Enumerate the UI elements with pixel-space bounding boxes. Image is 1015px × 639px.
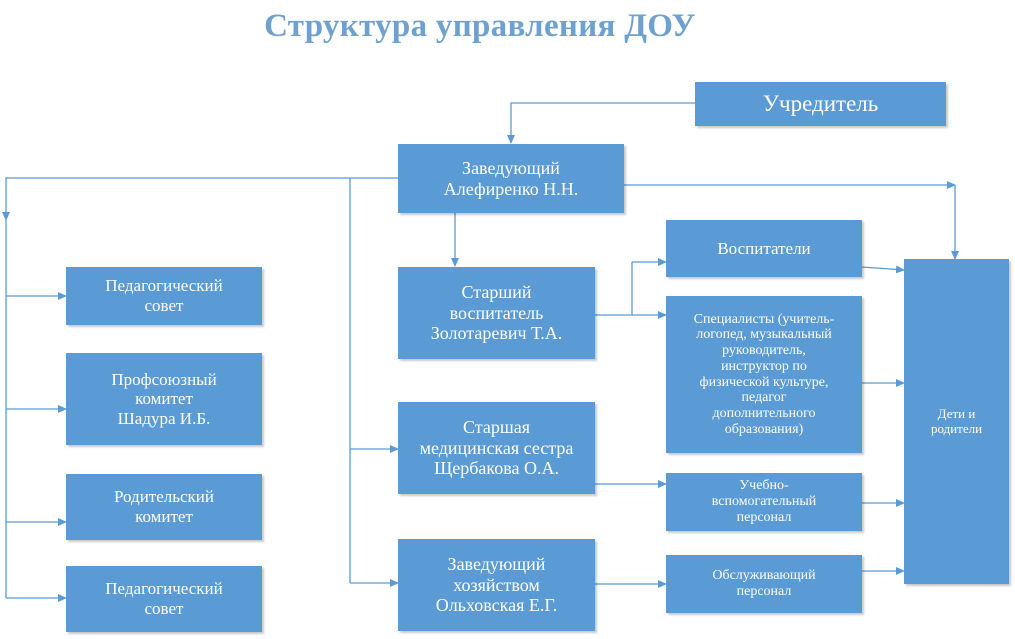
senior-educator-box: Старший воспитатель Золотаревич Т.А.: [398, 267, 595, 359]
supply-manager-box: Заведующий хозяйством Ольховская Е.Г.: [398, 539, 595, 631]
children-parents-box: Дети и родители: [904, 259, 1009, 584]
service-staff-box: Обслуживающий персонал: [666, 555, 862, 613]
senior-nurse-box: Старшая медицинская сестра Щербакова О.А…: [398, 402, 595, 494]
connector-educators-children: [861, 265, 905, 274]
head-box: Заведующий Алефиренко Н.Н.: [398, 144, 624, 213]
ped-council-box-1: Педагогический совет: [66, 267, 262, 325]
support-staff-box: Учебно- вспомогательный персонал: [666, 473, 862, 531]
connector-founder-head: [507, 102, 695, 144]
page-title: Структура управления ДОУ: [264, 8, 696, 44]
educators-box: Воспитатели: [666, 220, 862, 277]
founder-box: Учредитель: [695, 82, 946, 126]
parent-committee-box: Родительский комитет: [66, 474, 262, 540]
ped-council-box-2: Педагогический совет: [66, 566, 262, 632]
specialists-box: Специалисты (учитель- логопед, музыкальн…: [666, 296, 862, 453]
connector-head-left: [2, 177, 398, 221]
connector-senior-educator-trunk: [595, 262, 633, 316]
trade-union-box: Профсоюзный комитет Шадура И.Б.: [66, 353, 262, 445]
